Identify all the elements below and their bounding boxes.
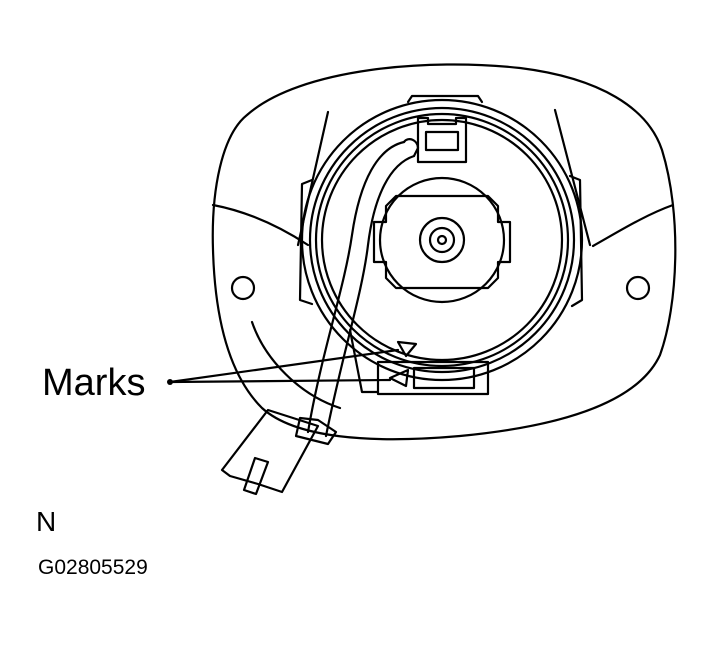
- spiral-cable-outer-ring: [300, 98, 584, 382]
- right-mounting-hole: [625, 275, 651, 301]
- wire-plug-sleeve: [294, 416, 338, 446]
- rotor-tab-left: [298, 178, 314, 306]
- spiral-cable-ring-2: [308, 106, 576, 374]
- wire-plug-body: [220, 408, 320, 494]
- rotor-tab-right: [568, 174, 584, 308]
- callout-leader-lower: [168, 378, 392, 384]
- rotor-tab-top: [406, 94, 484, 104]
- alignment-mark-upper: [396, 340, 418, 358]
- steering-pad-housing: [211, 63, 677, 441]
- callout-leader-upper: [168, 348, 400, 384]
- figure-id: G02805529: [38, 556, 148, 579]
- alignment-mark-lower: [388, 368, 410, 388]
- left-mounting-hole: [230, 275, 256, 301]
- housing-inner-lower-left: [250, 320, 342, 410]
- orientation-letter: N: [36, 506, 57, 537]
- marks-callout-label: Marks: [42, 362, 146, 404]
- top-connector-detail: [424, 130, 460, 152]
- hub-center-pin: [436, 234, 448, 246]
- spiral-cable-ring-4: [320, 118, 564, 362]
- spiral-cable-ring-3: [314, 112, 570, 368]
- hub-center-boss: [428, 226, 456, 254]
- wire-plug-slot: [242, 456, 270, 496]
- top-connector: [416, 116, 468, 164]
- wire-harness-inner: [324, 154, 416, 438]
- bottom-connector-tab: [348, 328, 380, 394]
- hub-center-ring: [418, 216, 466, 264]
- housing-contour-left: [211, 203, 310, 247]
- wire-harness-outer: [306, 140, 406, 434]
- bottom-connector-detail: [412, 366, 476, 390]
- inner-hub-ring: [378, 176, 506, 304]
- callout-leader-dot: [167, 379, 173, 385]
- housing-contour-right: [591, 203, 675, 248]
- bottom-connector: [376, 360, 490, 396]
- inner-hub-frame: [372, 194, 512, 290]
- wire-harness-end-cap: [402, 138, 420, 158]
